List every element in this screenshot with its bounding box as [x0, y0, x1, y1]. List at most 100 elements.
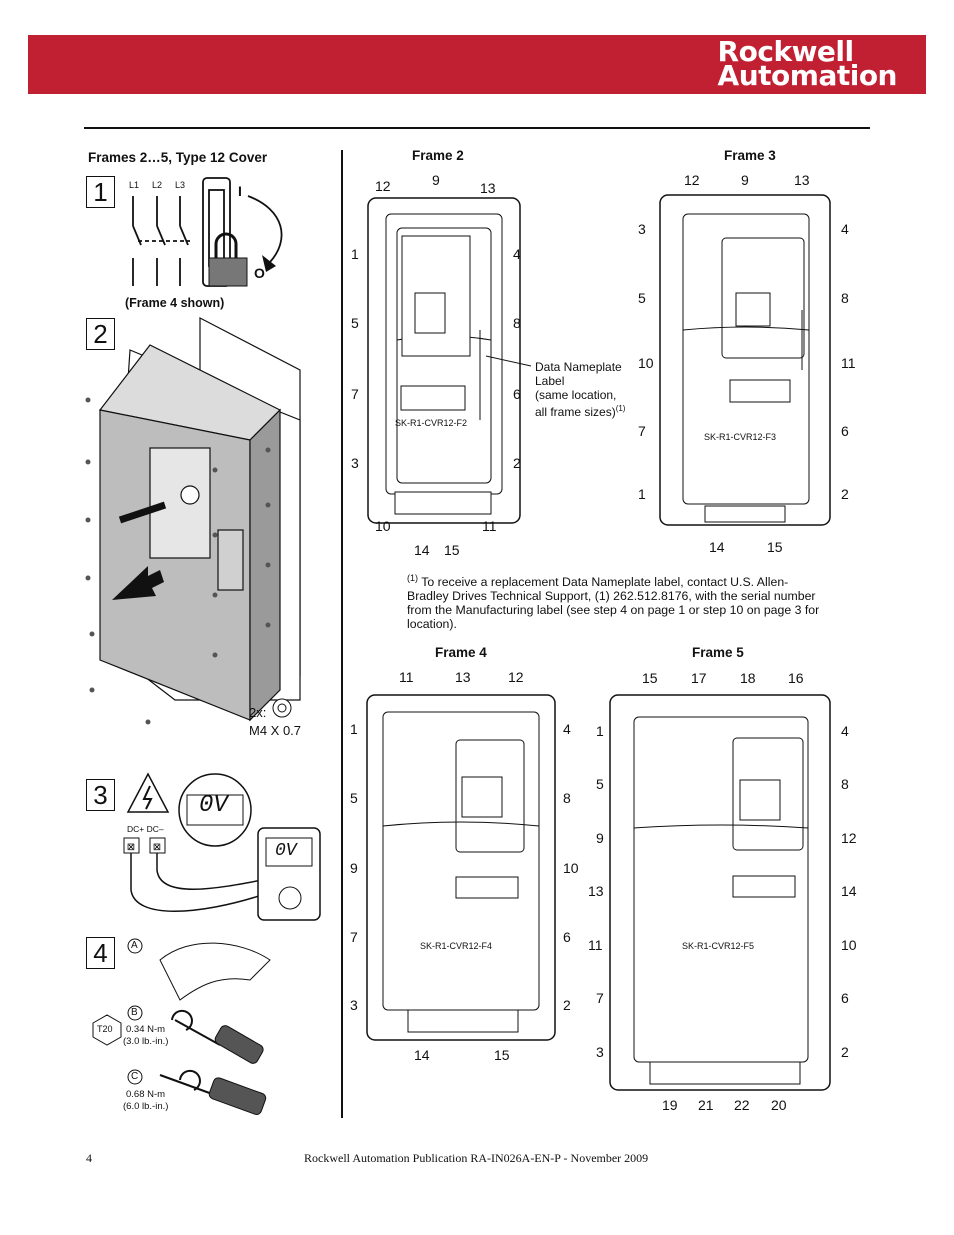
frame-3-cover-drawing — [659, 194, 831, 526]
frame-2-screw-label: 5 — [351, 315, 359, 331]
disconnect-switch-diagram — [132, 177, 283, 287]
reinstall-screws-illustration — [92, 938, 271, 1116]
frame-5-screw-label: 15 — [642, 670, 658, 686]
frame-3-screw-label: 6 — [841, 423, 849, 439]
frame-3-screw-label: 14 — [709, 539, 725, 555]
svg-text:⊠: ⊠ — [153, 842, 161, 853]
frame-5-screw-label: 19 — [662, 1097, 678, 1113]
frame-5-screw-label: 18 — [740, 670, 756, 686]
column-divider — [341, 150, 343, 1118]
frame-2-title: Frame 2 — [412, 148, 464, 163]
rockwell-automation-logo: Rockwell Automation — [717, 35, 898, 92]
frame-2-screw-label: 11 — [482, 518, 497, 534]
frame-2-screw-label: 10 — [375, 518, 391, 534]
switch-off-label: O — [254, 265, 265, 281]
frame-5-screw-label: 3 — [596, 1044, 604, 1060]
frame-2-screw-label: 8 — [513, 315, 521, 331]
cover-removal-illustration — [85, 317, 301, 725]
svg-text:⊠: ⊠ — [127, 842, 135, 853]
frame-4-title: Frame 4 — [435, 645, 487, 660]
torque-c-imperial: (6.0 lb.-in.) — [123, 1101, 169, 1112]
logo-line-1: Rockwell — [717, 35, 855, 68]
frame-4-screw-label: 2 — [563, 997, 571, 1013]
frame-3-screw-label: 12 — [684, 172, 700, 188]
screws-quantity: 2x: — [249, 705, 267, 720]
frame-5-screw-label: 22 — [734, 1097, 750, 1113]
footnote-text: To receive a replacement Data Nameplate … — [407, 575, 820, 632]
frame-5-screw-label: 7 — [596, 990, 604, 1006]
frame-5-screw-label: 6 — [841, 990, 849, 1006]
frame-3-screw-label: 7 — [638, 423, 646, 439]
substep-b-label: B — [131, 1007, 138, 1018]
frame-2-screw-label: 6 — [513, 386, 521, 402]
logo-line-2: Automation — [717, 59, 898, 92]
switch-on-label: I — [238, 183, 242, 199]
callout-line: (same location, — [535, 388, 617, 402]
frame-5-cover-drawing — [609, 694, 831, 1091]
dc-terminals-label: DC+ DC– — [127, 824, 164, 834]
frame-3-screw-label: 4 — [841, 221, 849, 237]
frame-5-screw-label: 9 — [596, 830, 604, 846]
frame-3-screw-label: 2 — [841, 486, 849, 502]
frame-2-screw-label: 2 — [513, 455, 521, 471]
frame-3-screw-label: 1 — [638, 486, 646, 502]
frame-5-screw-label: 13 — [588, 883, 604, 899]
frame-5-screw-label: 17 — [691, 670, 707, 686]
frame-3-screw-label: 13 — [794, 172, 810, 188]
frame-3-screw-label: 10 — [638, 355, 654, 371]
frame-2-screw-label: 7 — [351, 386, 359, 402]
torque-b-metric: 0.34 N-m — [126, 1024, 166, 1035]
step-3-number: 3 — [86, 779, 115, 811]
frame-3-screw-label: 11 — [841, 355, 856, 371]
frame-5-screw-label: 21 — [698, 1097, 714, 1113]
page-number: 4 — [86, 1151, 92, 1165]
frame-3-screw-label: 9 — [741, 172, 749, 188]
frame-4-screw-label: 6 — [563, 929, 571, 945]
top-rule — [84, 127, 870, 129]
frame-5-screw-label: 10 — [841, 937, 857, 953]
frame-4-screw-label: 8 — [563, 790, 571, 806]
torque-b-imperial: (3.0 lb.-in.) — [123, 1036, 169, 1047]
frame-4-screw-label: 14 — [414, 1047, 430, 1063]
frame-5-screw-label: 12 — [841, 830, 857, 846]
phase-l2-label: L2 — [152, 180, 163, 190]
callout-line: Label — [535, 374, 565, 388]
frame-3-screw-label: 8 — [841, 290, 849, 306]
torx-bit-label: T20 — [97, 1024, 113, 1034]
phase-l1-label: L1 — [129, 180, 140, 190]
frame-2-screw-label: 1 — [351, 246, 359, 262]
data-nameplate-callout: Data Nameplate Label (same location, all… — [535, 360, 625, 419]
frame-4-cover-drawing — [366, 694, 556, 1041]
phase-l3-label: L3 — [175, 180, 186, 190]
frame-2-screw-label: 15 — [444, 542, 460, 558]
frame-2-cover-drawing — [367, 197, 532, 524]
callout-line: Data Nameplate — [535, 360, 622, 374]
frame-2-screw-label: 4 — [513, 246, 521, 262]
frame-4-screw-label: 3 — [350, 997, 358, 1013]
frame-3-screw-label: 15 — [767, 539, 783, 555]
frame-4-screw-label: 9 — [350, 860, 358, 876]
frame-4-screw-label: 10 — [563, 860, 579, 876]
voltage-check-illustration: ⊠ ⊠ — [123, 772, 321, 921]
frame-5-title: Frame 5 — [692, 645, 744, 660]
callout-line: all frame sizes) — [535, 405, 616, 419]
frame-2-part-number: SK-R1-CVR12-F2 — [395, 418, 468, 428]
frame-4-screw-label: 12 — [508, 669, 524, 685]
frame-3-screw-label: 3 — [638, 221, 646, 237]
frame-3-screw-label: 5 — [638, 290, 646, 306]
frame-4-screw-label: 13 — [455, 669, 471, 685]
frame-3-part-number: SK-R1-CVR12-F3 — [704, 432, 777, 442]
publication-footer: Rockwell Automation Publication RA-IN026… — [304, 1151, 649, 1165]
torque-c-metric: 0.68 N-m — [126, 1089, 166, 1100]
frame-5-screw-label: 1 — [596, 723, 604, 739]
meter-reading: 0V — [275, 841, 297, 861]
frame-5-screw-label: 11 — [588, 937, 603, 953]
step-2-number: 2 — [86, 318, 115, 350]
frame-4-screw-label: 5 — [350, 790, 358, 806]
footnote-ref: (1) — [407, 573, 418, 583]
left-panel-title: Frames 2…5, Type 12 Cover — [88, 150, 268, 165]
frame-2-screw-label: 13 — [480, 180, 496, 196]
substep-c-label: C — [131, 1071, 139, 1082]
frame-2-screw-label: 12 — [375, 178, 391, 194]
frame-2-screw-label: 14 — [414, 542, 430, 558]
